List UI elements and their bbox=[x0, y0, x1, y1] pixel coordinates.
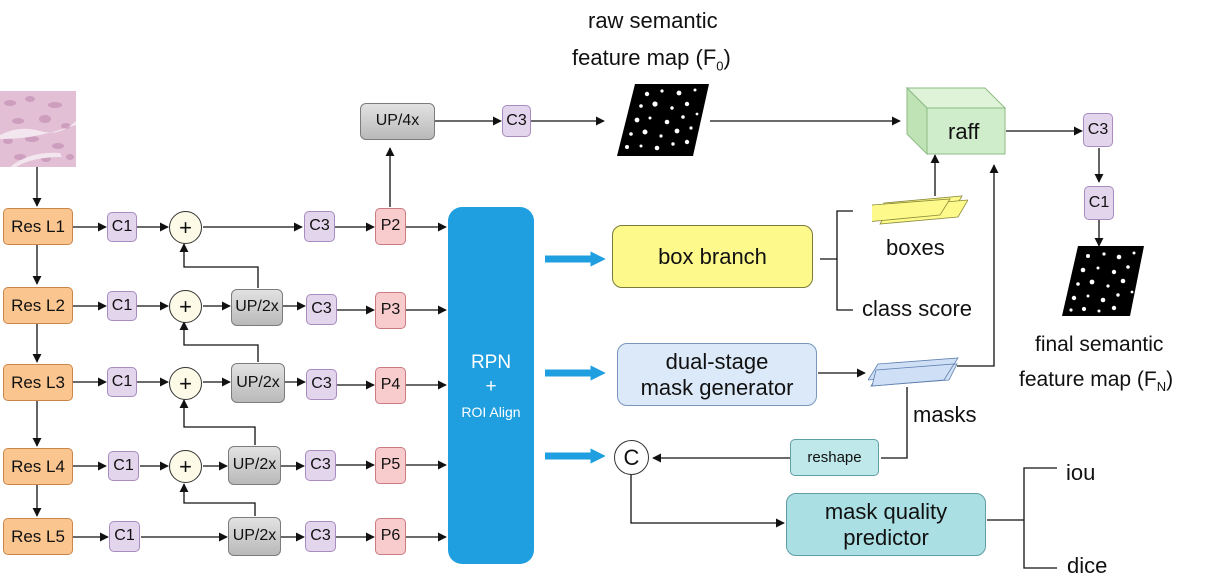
c1-block-row4: C1 bbox=[108, 451, 139, 481]
rpn-label: RPN bbox=[470, 351, 512, 373]
raw-semantic-map-image bbox=[617, 84, 709, 156]
c3-block-row3: C3 bbox=[306, 369, 337, 400]
c1-block-right: C1 bbox=[1084, 186, 1114, 220]
masks-label: masks bbox=[913, 402, 977, 427]
upsample-4x: UP/4x bbox=[360, 103, 435, 140]
upsample-2x-row2: UP/2x bbox=[231, 289, 283, 326]
reshape-block: reshape bbox=[790, 439, 879, 476]
c3-block-right: C3 bbox=[1083, 113, 1113, 147]
c3-block-row5: C3 bbox=[305, 521, 336, 552]
input-image bbox=[0, 91, 76, 167]
mask-quality-predictor-block: mask quality predictor bbox=[786, 493, 986, 556]
upsample-2x-row5: UP/2x bbox=[228, 517, 281, 556]
masks-stack-icon bbox=[868, 357, 959, 387]
boxes-label: boxes bbox=[886, 235, 945, 260]
pyramid-p6: P6 bbox=[375, 518, 406, 555]
dual-stage-line1: dual-stage bbox=[665, 349, 769, 375]
add-node-row3: + bbox=[169, 367, 202, 400]
c3-block-row1: C3 bbox=[304, 211, 335, 242]
c3-block-top: C3 bbox=[502, 105, 531, 137]
res-block-l5: Res L5 bbox=[3, 518, 73, 555]
final-semantic-map-image bbox=[1062, 246, 1144, 316]
concat-node: C bbox=[614, 440, 649, 475]
upsample-2x-row3: UP/2x bbox=[231, 363, 285, 403]
c1-block-row1: C1 bbox=[107, 212, 137, 242]
res-block-l2: Res L2 bbox=[3, 287, 73, 324]
c1-block-row5: C1 bbox=[109, 521, 140, 552]
c1-block-row2: C1 bbox=[107, 291, 137, 321]
raff-cube bbox=[906, 87, 1006, 155]
final-map-title-line2: feature map (FN) bbox=[1019, 368, 1174, 395]
class-score-label: class score bbox=[862, 296, 973, 321]
res-block-l3: Res L3 bbox=[3, 364, 73, 401]
dual-stage-line2: mask generator bbox=[640, 374, 794, 400]
c3-block-row4: C3 bbox=[305, 450, 336, 481]
mask-quality-line2: predictor bbox=[843, 524, 929, 550]
upsample-2x-row4: UP/2x bbox=[228, 446, 281, 485]
pyramid-p2: P2 bbox=[375, 208, 406, 245]
c1-block-row3: C1 bbox=[107, 367, 137, 397]
final-map-title-line1: final semantic bbox=[1035, 333, 1164, 356]
mask-quality-line1: mask quality bbox=[824, 499, 948, 525]
pyramid-p3: P3 bbox=[375, 292, 406, 329]
pyramid-p4: P4 bbox=[375, 367, 406, 404]
res-block-l4: Res L4 bbox=[3, 448, 73, 485]
boxes-stack-icon bbox=[872, 195, 968, 225]
raff-label: raff bbox=[948, 119, 980, 144]
res-block-l1: Res L1 bbox=[3, 208, 73, 245]
raw-map-title-line2: feature map (F0) bbox=[572, 45, 731, 74]
raw-map-title-line1: raw semantic bbox=[588, 8, 718, 33]
iou-label: iou bbox=[1066, 460, 1096, 485]
add-node-row1: + bbox=[169, 211, 202, 244]
rpn-plus-label: + bbox=[485, 376, 497, 398]
dice-label: dice bbox=[1067, 553, 1108, 578]
dual-stage-mask-generator-block: dual-stage mask generator bbox=[617, 343, 817, 406]
box-branch-block: box branch bbox=[612, 225, 813, 288]
c3-block-row2: C3 bbox=[306, 294, 337, 325]
add-node-row2: + bbox=[169, 290, 202, 323]
rpn-roi-align-block: RPN + ROI Align bbox=[448, 207, 534, 564]
add-node-row4: + bbox=[169, 450, 202, 483]
pyramid-p5: P5 bbox=[375, 447, 406, 484]
roi-align-label: ROI Align bbox=[461, 404, 521, 421]
